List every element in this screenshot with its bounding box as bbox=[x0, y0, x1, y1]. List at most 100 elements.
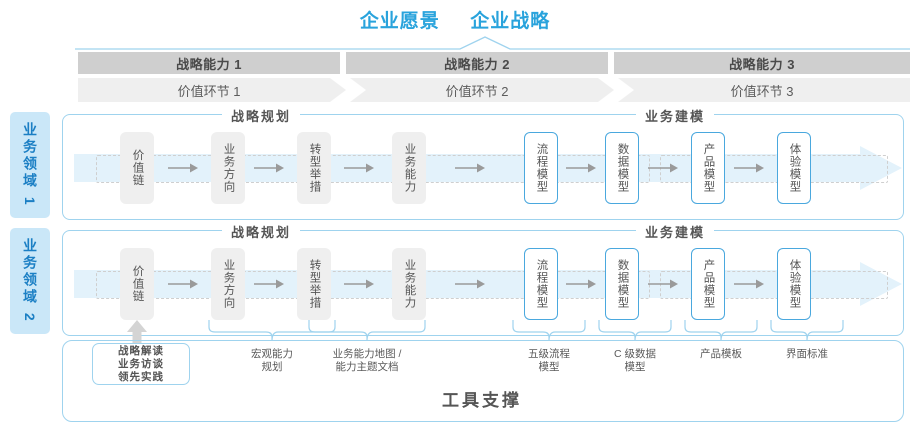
node-value-chain-1-label: 价值链 bbox=[131, 149, 144, 187]
value-chain-label-1-text: 价值环节 1 bbox=[177, 83, 241, 99]
node-process-model-2-label: 流程模型 bbox=[535, 259, 548, 309]
node-product-model-1-label: 产品模型 bbox=[702, 143, 715, 193]
value-chain-label-2-text: 价值环节 2 bbox=[445, 83, 509, 99]
page-title: 企业愿景 企业战略 bbox=[0, 6, 910, 33]
node-transformation-measures-2-label: 转型举措 bbox=[308, 259, 321, 309]
tool-label-1-line-1: 宏观能力 bbox=[251, 348, 293, 360]
side-label-domain-1-text: 业务领域 1 bbox=[22, 122, 38, 208]
node-business-capability-1[interactable]: 业务能力 bbox=[392, 132, 426, 204]
value-chain-label-2[interactable]: 价值环节 2 bbox=[346, 78, 608, 102]
tool-brace-3 bbox=[512, 320, 586, 342]
section-title-planning-2: 战略规划 bbox=[222, 223, 301, 240]
flow-arrow-icon bbox=[566, 278, 596, 290]
node-business-capability-1-label: 业务能力 bbox=[403, 143, 416, 193]
domain-row-1 bbox=[62, 114, 904, 220]
node-data-model-2[interactable]: 数据模型 bbox=[605, 248, 639, 320]
flow-arrow-icon bbox=[734, 278, 764, 290]
tool-label-6: 界面标准 bbox=[747, 348, 867, 361]
tool-label-6-line-1: 界面标准 bbox=[786, 348, 828, 360]
side-label-domain-2-text: 业务领域 2 bbox=[22, 238, 38, 324]
node-process-model-1[interactable]: 流程模型 bbox=[524, 132, 558, 204]
value-chain-label-3-text: 价值环节 3 bbox=[730, 83, 794, 99]
node-experience-model-2-label: 体验模型 bbox=[788, 259, 801, 309]
capability-band-1-label: 战略能力 1 bbox=[176, 56, 242, 72]
flow-rail-2a bbox=[96, 271, 650, 299]
flow-arrow-icon bbox=[344, 278, 374, 290]
side-label-domain-1[interactable]: 业务领域 1 bbox=[10, 112, 50, 218]
capability-band-2-label: 战略能力 2 bbox=[444, 56, 510, 72]
node-experience-model-2[interactable]: 体验模型 bbox=[777, 248, 811, 320]
domain-row-2 bbox=[62, 230, 904, 336]
tool-brace-4 bbox=[598, 320, 672, 342]
node-transformation-measures-1-label: 转型举措 bbox=[308, 143, 321, 193]
tool-chip-line-3: 领先实践 bbox=[118, 370, 164, 383]
node-value-chain-2-label: 价值链 bbox=[131, 265, 144, 303]
flow-arrow-icon bbox=[566, 162, 596, 174]
flow-arrow-icon bbox=[168, 278, 198, 290]
capability-band-3[interactable]: 战略能力 3 bbox=[614, 52, 910, 74]
node-business-direction-2-label: 业务方向 bbox=[222, 259, 235, 309]
value-chain-label-1[interactable]: 价值环节 1 bbox=[78, 78, 340, 102]
section-title-planning-1-text: 战略规划 bbox=[231, 108, 292, 124]
section-title-modeling-2-text: 业务建模 bbox=[645, 224, 706, 240]
node-value-chain-1[interactable]: 价值链 bbox=[120, 132, 154, 204]
node-product-model-2[interactable]: 产品模型 bbox=[691, 248, 725, 320]
tool-chip-line-1: 战略解读 bbox=[118, 344, 164, 357]
tool-label-4-line-2: 模型 bbox=[624, 361, 646, 373]
flow-arrow-icon bbox=[455, 162, 485, 174]
node-transformation-measures-2[interactable]: 转型举措 bbox=[297, 248, 331, 320]
title-connector bbox=[75, 36, 910, 50]
flow-rail-1b bbox=[660, 155, 888, 183]
node-business-capability-2-label: 业务能力 bbox=[403, 259, 416, 309]
flow-arrow-icon bbox=[254, 162, 284, 174]
node-data-model-1[interactable]: 数据模型 bbox=[605, 132, 639, 204]
tool-label-1: 宏观能力 规划 bbox=[212, 348, 332, 374]
node-experience-model-1[interactable]: 体验模型 bbox=[777, 132, 811, 204]
value-chain-label-3[interactable]: 价值环节 3 bbox=[614, 78, 910, 102]
flow-arrow-icon bbox=[648, 162, 678, 174]
value-chain-chevron-band bbox=[78, 78, 910, 102]
node-business-capability-2[interactable]: 业务能力 bbox=[392, 248, 426, 320]
section-title-planning-1: 战略规划 bbox=[222, 107, 301, 124]
title-strategy: 企业战略 bbox=[470, 11, 551, 32]
node-business-direction-1[interactable]: 业务方向 bbox=[211, 132, 245, 204]
tool-label-2-line-1: 业务能力地图 / bbox=[332, 348, 402, 360]
section-title-modeling-2: 业务建模 bbox=[636, 223, 715, 240]
tool-label-2-line-2: 能力主题文档 bbox=[335, 361, 399, 373]
flow-rail-2b bbox=[660, 271, 888, 299]
tool-chip-strategy[interactable]: 战略解读 业务访谈 领先实践 bbox=[92, 343, 190, 385]
tool-label-5-line-1: 产品模板 bbox=[700, 348, 742, 360]
tool-uplink-arrow-icon bbox=[125, 320, 149, 348]
capability-band-1[interactable]: 战略能力 1 bbox=[78, 52, 340, 74]
tool-label-4: C 级数据 模型 bbox=[575, 348, 695, 374]
flow-arrow-icon bbox=[648, 278, 678, 290]
node-product-model-1[interactable]: 产品模型 bbox=[691, 132, 725, 204]
node-process-model-2[interactable]: 流程模型 bbox=[524, 248, 558, 320]
tool-label-1-line-2: 规划 bbox=[261, 361, 283, 373]
tool-label-3-line-2: 模型 bbox=[538, 361, 560, 373]
flow-arrow-icon bbox=[734, 162, 764, 174]
node-data-model-2-label: 数据模型 bbox=[616, 259, 629, 309]
tool-brace-2 bbox=[308, 320, 426, 342]
tool-support-title: 工具支撑 bbox=[62, 386, 902, 411]
flow-arrow-icon bbox=[254, 278, 284, 290]
tool-label-3-line-1: 五级流程 bbox=[528, 348, 570, 360]
tool-label-4-line-1: C 级数据 bbox=[614, 348, 656, 360]
tool-label-3: 五级流程 模型 bbox=[489, 348, 609, 374]
section-title-modeling-1-text: 业务建模 bbox=[645, 108, 706, 124]
node-product-model-2-label: 产品模型 bbox=[702, 259, 715, 309]
tool-label-5: 产品模板 bbox=[661, 348, 781, 361]
node-value-chain-2[interactable]: 价值链 bbox=[120, 248, 154, 320]
flow-arrow-icon bbox=[344, 162, 374, 174]
node-business-direction-2[interactable]: 业务方向 bbox=[211, 248, 245, 320]
section-title-planning-2-text: 战略规划 bbox=[231, 224, 292, 240]
side-label-domain-2[interactable]: 业务领域 2 bbox=[10, 228, 50, 334]
node-transformation-measures-1[interactable]: 转型举措 bbox=[297, 132, 331, 204]
capability-band-2[interactable]: 战略能力 2 bbox=[346, 52, 608, 74]
tool-label-2: 业务能力地图 / 能力主题文档 bbox=[307, 348, 427, 374]
tool-chip-line-2: 业务访谈 bbox=[118, 357, 164, 370]
node-business-direction-1-label: 业务方向 bbox=[222, 143, 235, 193]
tool-support-container bbox=[62, 340, 904, 422]
tool-brace-6 bbox=[770, 320, 844, 342]
capability-band-3-label: 战略能力 3 bbox=[729, 56, 795, 72]
